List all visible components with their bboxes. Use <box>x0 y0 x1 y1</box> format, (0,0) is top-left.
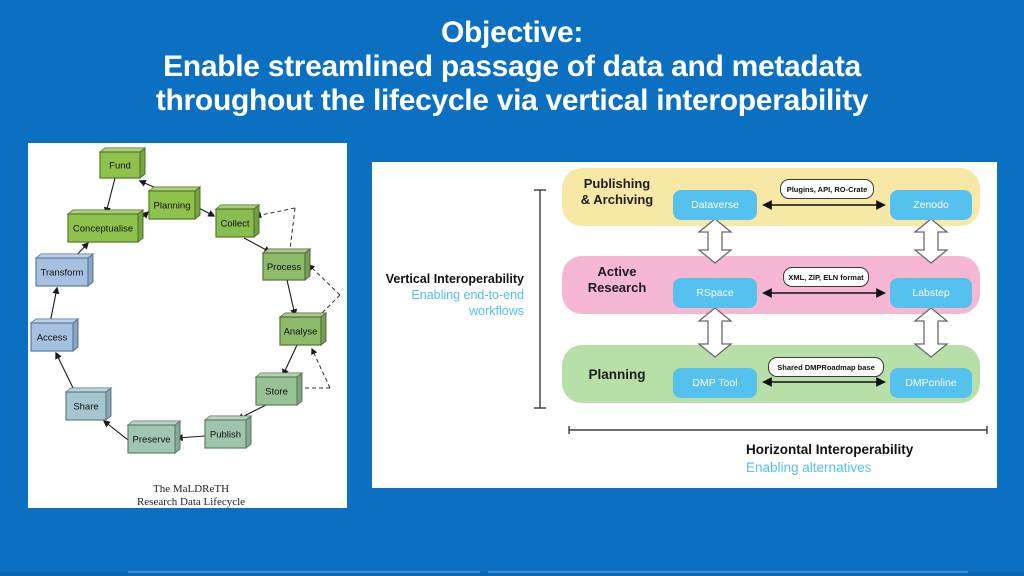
lifecycle-caption-line1: The MaLDReTH <box>153 483 229 495</box>
row-label-line: & Archiving <box>580 191 654 207</box>
lifecycle-node-store: Store <box>254 371 304 407</box>
title-line-1: Objective: <box>440 16 584 49</box>
vertical-axis-line <box>534 189 546 409</box>
lifecycle-node-publish: Publish <box>203 414 253 450</box>
vertical-interop-subtitle: workflows <box>469 304 524 318</box>
connector-pill-shared-dmproadmap: Shared DMPRoadmap base <box>768 357 884 377</box>
interoperability-panel: Publishing & Archiving Active Research P… <box>372 162 997 488</box>
connector-pill-xml-zip-eln: XML, ZIP, ELN format <box>783 267 869 287</box>
tool-dmp-tool: DMP Tool <box>673 368 757 398</box>
lifecycle-node-fund: Fund <box>98 146 147 180</box>
title-line-3: throughout the lifecycle via vertical in… <box>155 84 869 117</box>
lifecycle-node-preserve: Preserve <box>126 419 182 455</box>
scrubber-segment <box>488 571 968 573</box>
svg-text:Process: Process <box>267 262 302 273</box>
lifecycle-node-analyse: Analyse <box>278 311 328 347</box>
svg-text:Analyse: Analyse <box>284 327 318 338</box>
tool-zenodo: Zenodo <box>890 190 972 220</box>
row-label-line: Active <box>597 264 637 279</box>
tool-dataverse: Dataverse <box>673 190 757 220</box>
vertical-interop-subtitle: Enabling end-to-end <box>411 288 524 302</box>
title-line-2: Enable streamlined passage of data and m… <box>163 50 861 83</box>
svg-text:Access: Access <box>37 333 68 344</box>
svg-text:Share: Share <box>73 402 98 413</box>
svg-text:Preserve: Preserve <box>132 435 170 446</box>
lifecycle-node-transform: Transform <box>34 252 95 288</box>
svg-text:Conceptualise: Conceptualise <box>73 224 133 235</box>
lifecycle-arrows <box>49 177 341 442</box>
connector-pill-plugins-api-ro-crate: Plugins, API, RO-Crate <box>780 179 874 199</box>
horizontal-interop-subtitle: Enabling alternatives <box>746 460 872 475</box>
row-label-line: Planning <box>588 367 646 382</box>
lifecycle-node-planning: Planning <box>147 185 202 221</box>
row-label-line: Research <box>587 279 647 295</box>
tool-dmponline: DMPonline <box>890 368 972 398</box>
tool-rspace: RSpace <box>673 278 757 308</box>
lifecycle-node-share: Share <box>64 386 113 422</box>
svg-text:Collect: Collect <box>220 219 249 230</box>
svg-text:Fund: Fund <box>109 161 131 172</box>
scrubber-segment <box>128 571 480 573</box>
lifecycle-node-access: Access <box>29 317 80 353</box>
vertical-interoperability-label: Vertical Interoperability Enabling end-t… <box>372 271 524 319</box>
svg-text:Transform: Transform <box>41 268 84 279</box>
horizontal-interoperability-label: Horizontal Interoperability Enabling alt… <box>746 441 913 477</box>
lifecycle-node-collect: Collect <box>214 203 261 239</box>
row-label-line: Publishing <box>583 176 651 191</box>
lifecycle-caption-line2: Research Data Lifecycle <box>137 496 245 508</box>
lifecycle-node-process: Process <box>261 247 312 282</box>
tool-labstep: Labstep <box>890 278 972 308</box>
row-label-publishing-archiving: Publishing & Archiving <box>567 176 667 207</box>
slide-title: Objective: Enable streamlined passage of… <box>0 16 1024 118</box>
svg-text:Store: Store <box>265 387 288 398</box>
row-label-planning: Planning <box>567 367 667 383</box>
lifecycle-node-conceptualise: Conceptualise <box>66 208 145 244</box>
row-label-active-research: Active Research <box>567 264 667 295</box>
horizontal-axis-line <box>568 426 988 434</box>
horizontal-interop-title: Horizontal Interoperability <box>746 442 914 457</box>
svg-text:Planning: Planning <box>154 201 191 212</box>
bottom-shade <box>0 572 1024 576</box>
vertical-interop-title: Vertical Interoperability <box>385 272 524 286</box>
svg-text:Publish: Publish <box>210 430 241 441</box>
